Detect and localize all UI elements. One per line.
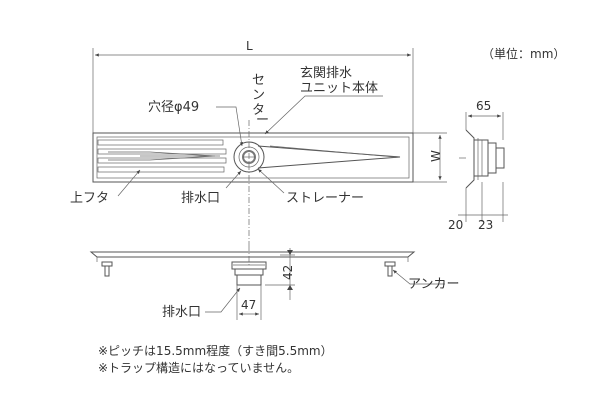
svg-text:タ: タ	[252, 103, 265, 118]
channel-taper	[257, 145, 401, 169]
anchor-left	[101, 261, 113, 277]
svg-text:ン: ン	[252, 88, 265, 103]
note-trap: ※トラップ構造にはなっていません。	[98, 361, 299, 375]
side-view: 65 20 23	[448, 99, 508, 232]
drain-port-top-label: 排水口	[181, 191, 220, 206]
strainer-label: ストレーナー	[286, 191, 364, 206]
top-view: L セ ン タ ー	[70, 39, 447, 245]
length-label: L	[246, 39, 253, 53]
side-profile	[465, 129, 475, 189]
width-label: W	[429, 150, 443, 162]
svg-text:ー: ー	[256, 113, 269, 128]
front-profile	[89, 251, 416, 258]
unit-note: （単位：mm）	[482, 46, 565, 61]
top-cover-slats	[97, 139, 227, 173]
side-right-label: 23	[478, 218, 493, 232]
outlet-width-label: 47	[241, 298, 256, 312]
svg-text:セ: セ	[252, 73, 265, 88]
note-pitch: ※ピッチは15.5mm程度（すき間5.5mm）	[98, 343, 333, 358]
side-left-label: 20	[448, 218, 463, 232]
unit-body-outline	[92, 132, 414, 183]
front-view: 42 47 アンカー 排水口	[89, 245, 459, 320]
anchor-label: アンカー	[408, 277, 459, 292]
top-cover-label: 上フタ	[70, 191, 109, 206]
outlet-pipe	[231, 261, 267, 286]
side-width-label: 65	[476, 99, 491, 113]
center-label: セ ン タ ー	[252, 73, 269, 128]
anchor-right	[384, 261, 396, 277]
hole-diameter-label: 穴径φ49	[148, 100, 199, 115]
drain-port-bottom-label: 排水口	[162, 305, 201, 320]
unit-body-label-line2: ユニット本体	[300, 81, 378, 96]
unit-body-label-line1: 玄関排水	[300, 66, 352, 81]
height-label: 42	[281, 265, 295, 280]
